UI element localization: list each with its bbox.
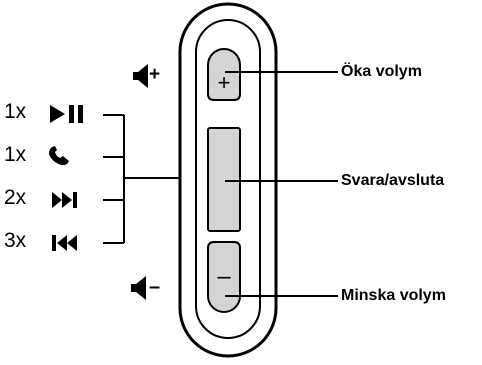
press-count-next-track: 2x	[4, 186, 27, 209]
volume-up-indicator: +	[133, 64, 160, 88]
volume-down-indicator-symbol: –	[149, 276, 160, 298]
play-pause-icon	[50, 105, 83, 123]
phone-icon	[49, 146, 69, 166]
volume-up-button[interactable]: +	[207, 48, 241, 101]
volume-up-symbol: +	[218, 70, 231, 95]
speaker-icon	[133, 64, 148, 88]
volume-down-symbol: –	[217, 263, 231, 290]
speaker-icon	[131, 276, 146, 300]
volume-down-button[interactable]: –	[207, 241, 241, 313]
answer-end-button[interactable]	[207, 127, 241, 232]
volume-down-indicator: –	[131, 276, 160, 300]
press-count-phone: 1x	[4, 143, 27, 166]
volume-up-indicator-symbol: +	[149, 64, 160, 85]
next-track-icon	[52, 192, 77, 208]
previous-track-icon	[52, 235, 77, 251]
press-actions-bracket	[103, 114, 180, 244]
press-count-previous-track: 3x	[4, 229, 27, 252]
callout-volume-up: Öka volym	[341, 63, 422, 80]
callout-answer-end: Svara/avsluta	[341, 172, 445, 189]
callout-volume-down: Minska volym	[341, 287, 446, 304]
press-count-play-pause: 1x	[4, 100, 27, 123]
